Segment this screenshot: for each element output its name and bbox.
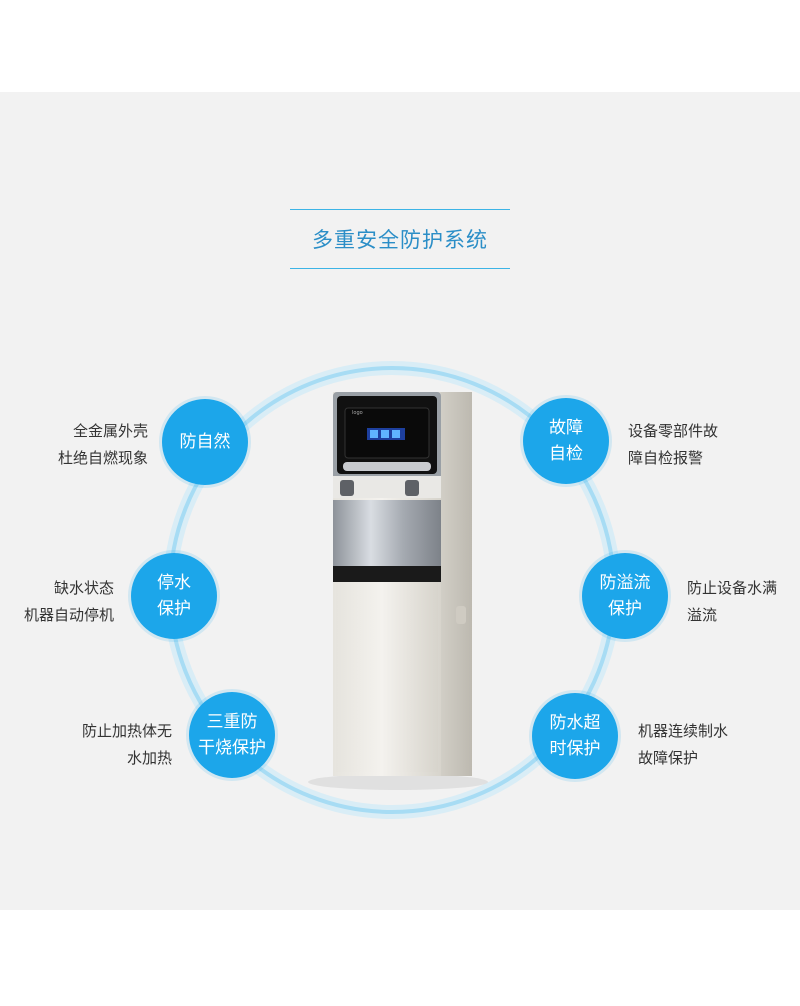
- feature-desc-fire-protection: 全金属外壳杜绝自燃现象: [57, 422, 148, 467]
- feature-desc-timeout: 机器连续制水故障保护: [638, 722, 729, 767]
- svg-text:logo: logo: [352, 410, 363, 416]
- feature-bubble-fire-protection: 防自然: [162, 399, 248, 485]
- feature-bubble-overflow: 防溢流保护: [582, 553, 668, 639]
- water-dispenser-image: logo: [308, 392, 488, 790]
- feature-desc-self-check: 设备零部件故障自检报警: [628, 422, 719, 467]
- feature-desc-dry-burn: 防止加热体无水加热: [81, 722, 172, 767]
- page-title: 多重安全防护系统: [312, 228, 488, 252]
- feature-bubble-dry-burn: 三重防干烧保护: [189, 692, 275, 778]
- feature-desc-water-shortage: 缺水状态机器自动停机: [23, 579, 114, 624]
- title-block: 多重安全防护系统: [290, 209, 510, 269]
- feature-bubble-water-shortage: 停水保护: [131, 553, 217, 639]
- feature-bubble-self-check: 故障自检: [523, 398, 609, 484]
- feature-desc-overflow: 防止设备水满溢流: [687, 579, 778, 624]
- feature-bubble-timeout: 防水超时保护: [532, 693, 618, 779]
